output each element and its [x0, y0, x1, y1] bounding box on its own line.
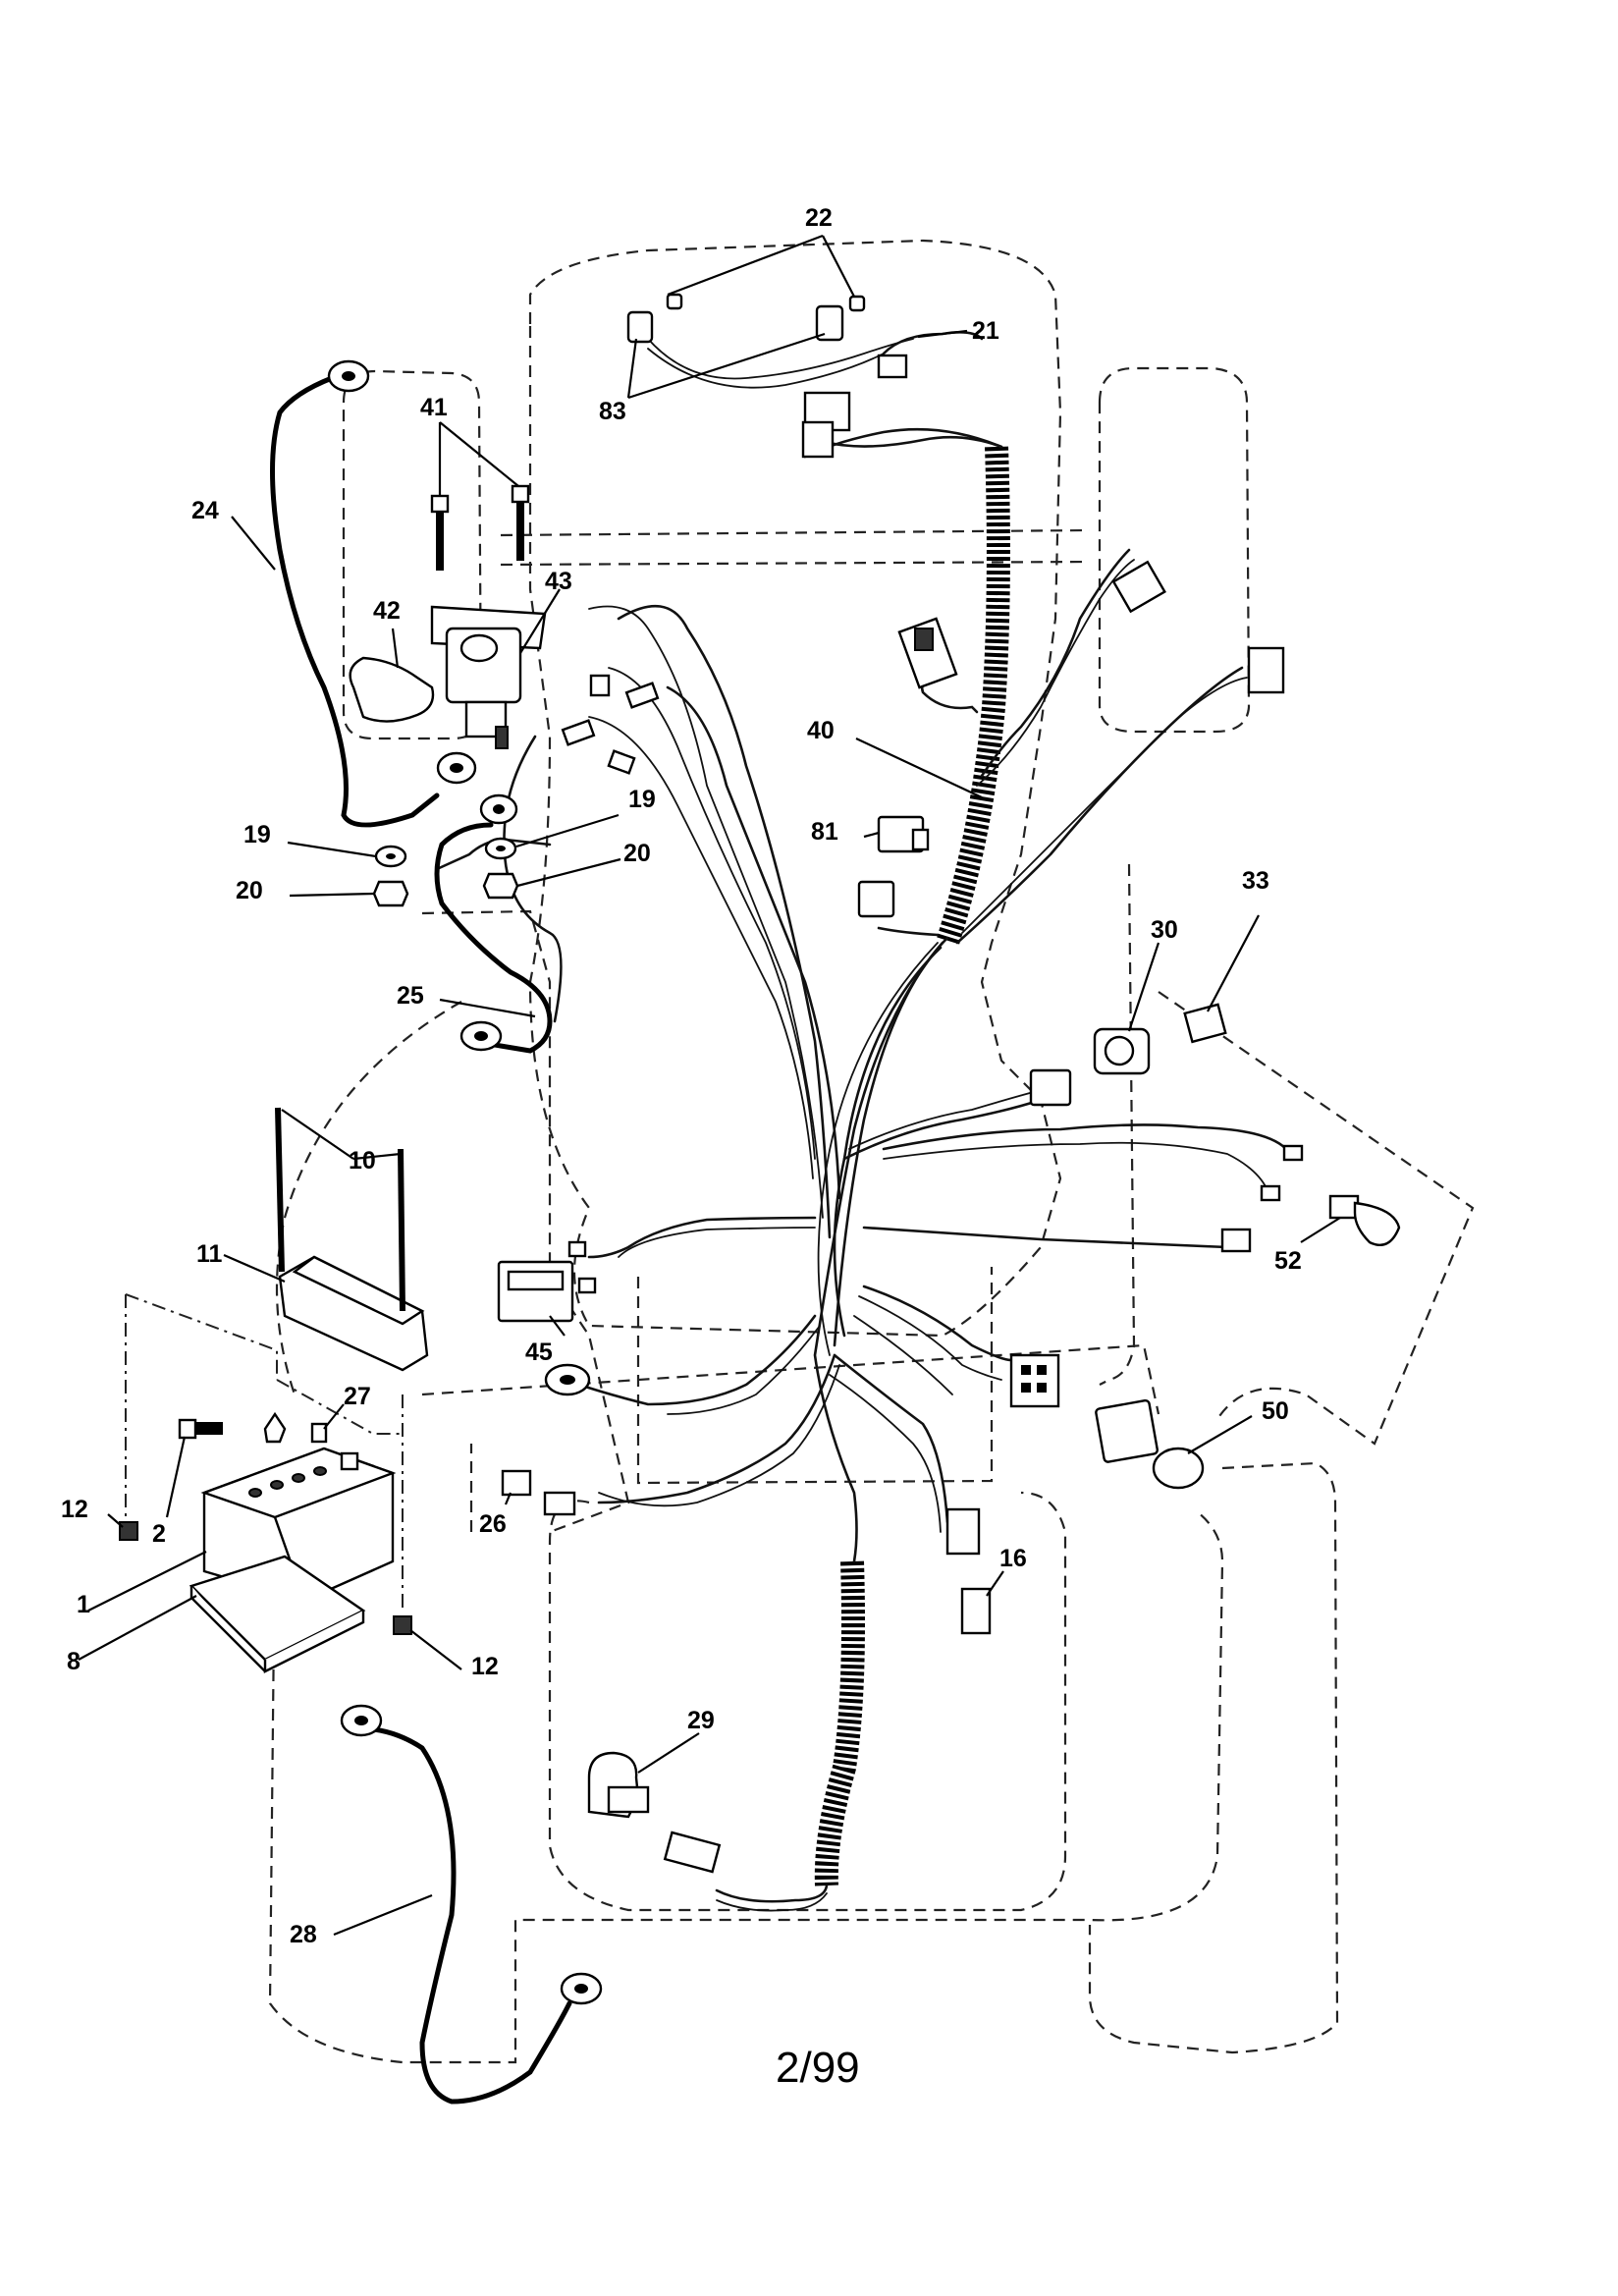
headlight-socket-left: [626, 293, 683, 344]
j-bolt-10-right: [398, 1148, 405, 1312]
callout-45: 45: [525, 1339, 553, 1366]
cable-25: [434, 822, 553, 1054]
callout-10: 10: [349, 1147, 376, 1175]
callout-24: 24: [191, 497, 219, 524]
ignition-switch-30: [1093, 1027, 1151, 1075]
nut-20-left: [372, 880, 409, 907]
callout-19-right: 19: [628, 786, 656, 813]
nut-12-right: [393, 1615, 412, 1635]
fuel-solenoid-29: [587, 1751, 650, 1819]
callout-12-left: 12: [61, 1496, 88, 1523]
ring-terminal-24: [327, 359, 370, 393]
main-harness-coil: [936, 446, 1010, 947]
connector-right-terminal-1: [1282, 1144, 1304, 1162]
connector-right-3: [1220, 1228, 1252, 1253]
callout-33: 33: [1242, 867, 1269, 895]
battery-terminal-strap: [263, 1411, 287, 1444]
connector-40-left: [801, 420, 835, 459]
leader-lines: [78, 234, 1341, 1937]
seat-switch-52: [1328, 1194, 1401, 1247]
connector-right-2: [1247, 646, 1285, 694]
bolt-2: [178, 1418, 223, 1440]
connector-upper-mid: [624, 682, 660, 709]
callout-25: 25: [397, 982, 424, 1010]
headlight-socket-right: [815, 295, 866, 342]
callout-81: 81: [811, 818, 838, 846]
callout-30: 30: [1151, 916, 1178, 944]
terminal-boot-42: [349, 656, 435, 723]
callout-2: 2: [152, 1520, 166, 1548]
switch-33: [1183, 1003, 1227, 1044]
callout-1: 1: [77, 1591, 90, 1618]
callout-11: 11: [196, 1240, 223, 1268]
callout-19-left: 19: [243, 821, 271, 848]
connector-upper-left: [589, 674, 611, 697]
callout-20-right: 20: [623, 840, 651, 867]
callout-50: 50: [1262, 1397, 1289, 1425]
connector-junction: [1029, 1068, 1072, 1107]
nut-20-right: [482, 872, 519, 900]
fuse-holder-26: [543, 1491, 576, 1516]
callout-83: 83: [599, 398, 626, 425]
bolt-41-left: [430, 494, 450, 571]
callout-22: 22: [805, 204, 833, 232]
j-bolt-10-left: [275, 1107, 285, 1273]
ring-terminal-45: [544, 1363, 591, 1396]
bolt-41-right: [511, 484, 530, 561]
ring-terminal-24-lower: [436, 751, 477, 785]
connector-21: [877, 354, 908, 379]
connector-center-tip: [914, 628, 934, 651]
rear-harness-coil: [814, 1560, 865, 1886]
connector-center: [897, 617, 958, 689]
battery-1: [200, 1447, 397, 1603]
callout-8: 8: [67, 1648, 81, 1675]
ring-terminal-28-upper: [340, 1704, 383, 1737]
battery-reference-lines: [125, 1293, 404, 1611]
connector-16: [960, 1587, 992, 1635]
module-45: [497, 1260, 574, 1323]
connector-81-plug: [857, 880, 895, 918]
nut-12-left: [119, 1521, 138, 1541]
callout-29: 29: [687, 1707, 715, 1734]
callout-12-right: 12: [471, 1653, 499, 1680]
pto-switch-50: [1095, 1398, 1205, 1490]
connector-right-1: [1111, 560, 1166, 614]
callout-40: 40: [807, 717, 835, 744]
starter-solenoid: [430, 605, 547, 749]
callout-21: 21: [972, 317, 999, 345]
cable-28: [355, 1725, 572, 2105]
washer-19-left: [374, 845, 407, 868]
callout-43: 43: [545, 568, 572, 595]
washer-19-right: [484, 837, 517, 860]
page-number: 2/99: [776, 2044, 860, 2092]
callout-27: 27: [344, 1383, 371, 1410]
relay-81: [877, 815, 930, 853]
callout-20-left: 20: [236, 877, 263, 904]
callout-28: 28: [290, 1921, 317, 1948]
connector-mid-left: [561, 719, 596, 746]
connector-block-6pin: [1009, 1353, 1060, 1408]
callout-41: 41: [420, 394, 448, 421]
connector-29: [663, 1831, 722, 1874]
connector-16-plug: [945, 1507, 981, 1556]
callout-16: 16: [999, 1545, 1027, 1572]
connector-45-terminal-2: [577, 1277, 597, 1294]
callout-26: 26: [479, 1510, 507, 1538]
callout-labels: 22 21 83 41 24 42 43 40 19 19 81 20 20 3…: [61, 204, 1302, 1948]
hold-down-bracket-11: [278, 1255, 429, 1372]
nut-27: [310, 1422, 328, 1444]
ring-terminal-25-lower: [459, 1020, 503, 1052]
connector-45-terminal-1: [567, 1240, 587, 1258]
fuse-26: [501, 1469, 532, 1497]
ring-terminal-25-upper: [479, 793, 518, 825]
callout-52: 52: [1274, 1247, 1302, 1275]
ring-terminal-28-lower: [560, 1972, 603, 2005]
connector-right-terminal-2: [1260, 1184, 1281, 1202]
connector-mid: [607, 749, 636, 775]
callout-42: 42: [373, 597, 401, 625]
cable-24: [270, 375, 440, 828]
